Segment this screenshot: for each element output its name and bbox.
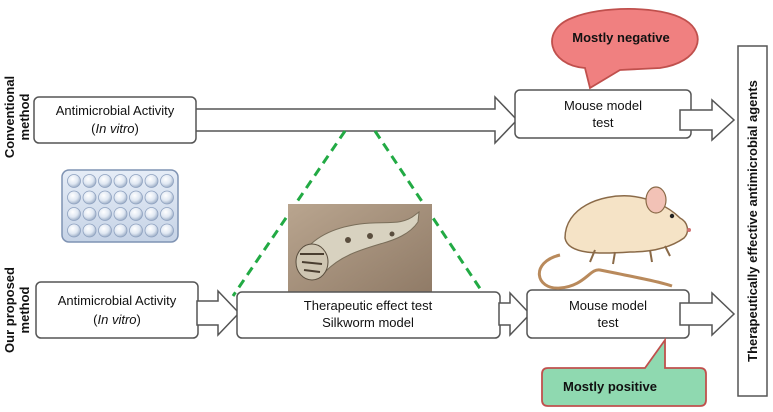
- plate-well: [144, 190, 159, 205]
- proposed-antimicrobial-invitro: (In vitro): [93, 312, 141, 327]
- proposed-arrow-to-mouse: [498, 291, 532, 337]
- dashed-triangle: [231, 130, 487, 297]
- plate-well: [160, 223, 174, 238]
- plate-well: [160, 207, 174, 221]
- plate-well: [82, 207, 97, 221]
- plate-well: [144, 174, 159, 188]
- plate-well: [98, 207, 112, 221]
- plate-well: [129, 190, 143, 205]
- proposed-arrow-to-silkworm: [196, 289, 241, 337]
- plate-well: [98, 223, 112, 238]
- silkworm-photo: [288, 204, 432, 296]
- result-label: Therapeutically effective antimicrobial …: [745, 80, 760, 362]
- conventional-result-arrow: [679, 98, 736, 142]
- mouse-icon: [537, 186, 691, 290]
- positive-callout-text: Mostly positive: [563, 379, 657, 394]
- conventional-antimicrobial-invitro: (In vitro): [91, 121, 139, 136]
- conventional-mouse-line2: test: [593, 115, 614, 130]
- conventional-long-arrow: [194, 95, 519, 145]
- proposed-label-line2: method: [17, 286, 32, 333]
- plate-well: [98, 190, 112, 205]
- proposed-mouse-line2: test: [598, 315, 619, 330]
- plate-well: [113, 190, 128, 205]
- plate-well: [160, 174, 174, 188]
- plate-well: [82, 174, 97, 188]
- proposed-mouse-line1: Mouse model: [569, 298, 647, 313]
- proposed-row-label: Our proposed method: [2, 267, 32, 353]
- proposed-result-arrow: [679, 291, 736, 337]
- plate-well: [67, 190, 81, 205]
- plate-well: [129, 207, 143, 221]
- negative-callout-bubble: [551, 8, 699, 90]
- plate-well: [82, 190, 97, 205]
- plate-well: [67, 223, 81, 238]
- negative-callout-text: Mostly negative: [572, 30, 670, 45]
- plate-well: [67, 207, 81, 221]
- conventional-antimicrobial-title: Antimicrobial Activity: [56, 103, 175, 118]
- plate-well: [144, 223, 159, 238]
- result-box: [737, 45, 768, 397]
- conventional-label-line2: method: [17, 93, 32, 140]
- proposed-antimicrobial-title: Antimicrobial Activity: [58, 293, 177, 308]
- silkworm-test-line1: Therapeutic effect test: [304, 298, 433, 313]
- plate-well: [129, 174, 143, 188]
- proposed-antimicrobial-box: [35, 281, 199, 339]
- plate-well: [113, 223, 128, 238]
- plate-well: [98, 174, 112, 188]
- positive-callout-bubble: [541, 337, 707, 407]
- conventional-mouse-line1: Mouse model: [564, 98, 642, 113]
- plate-well: [67, 174, 81, 188]
- conventional-antimicrobial-box: [33, 96, 197, 144]
- microplate-icon: [61, 169, 179, 243]
- plate-well: [144, 207, 159, 221]
- plate-well: [113, 207, 128, 221]
- conventional-label-line1: Conventional: [2, 76, 17, 158]
- silkworm-test-line2: Silkworm model: [322, 315, 414, 330]
- plate-well: [129, 223, 143, 238]
- plate-well: [160, 190, 174, 205]
- conventional-row-label: Conventional method: [2, 76, 32, 158]
- plate-well: [113, 174, 128, 188]
- proposed-label-line1: Our proposed: [2, 267, 17, 353]
- plate-well: [82, 223, 97, 238]
